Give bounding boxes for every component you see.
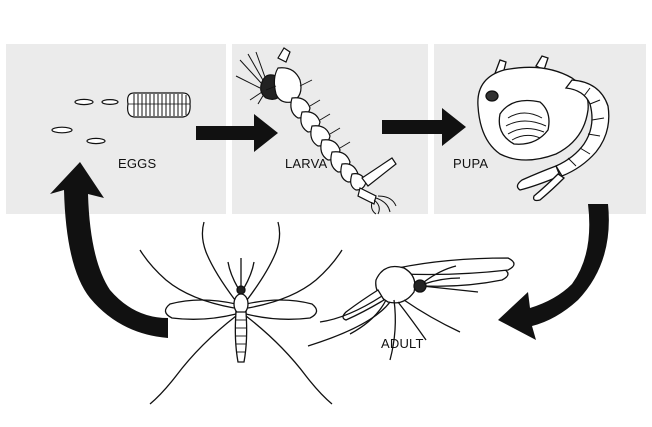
pupa-illustration [478,56,609,201]
larva-label: LARVA [285,156,327,171]
arrow-adult-to-eggs [50,162,168,338]
arrow-pupa-to-adult [498,204,609,340]
adult-mosquito-top-illustration [140,222,342,404]
arrow-eggs-to-larva [196,114,278,152]
eggs-illustration [52,93,190,144]
arrow-larva-to-pupa [382,108,466,146]
eggs-label: EGGS [118,156,156,171]
pupa-label: PUPA [453,156,488,171]
adult-label: ADULT [381,336,424,351]
